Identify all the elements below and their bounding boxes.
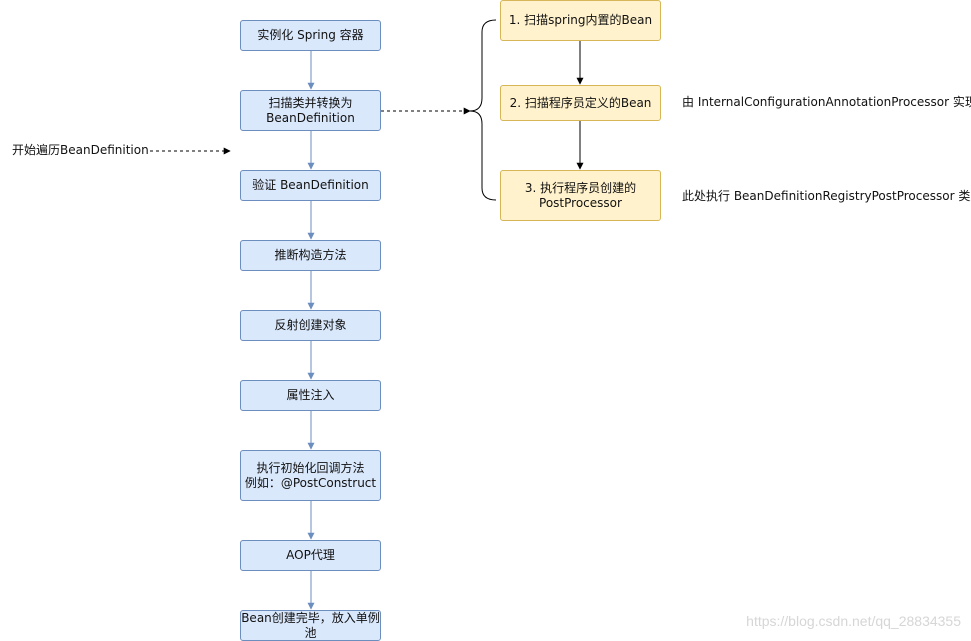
flow-step-property-injection: 属性注入 <box>240 380 381 411</box>
note-start-loop: 开始遍历BeanDefinition <box>12 143 149 157</box>
flow-step-aop-proxy: AOP代理 <box>240 540 381 571</box>
flow-step-init-callback: 执行初始化回调方法 例如：@PostConstruct <box>240 450 381 501</box>
flow-step-reflect-create: 反射创建对象 <box>240 310 381 341</box>
note-step2-impl: 由 InternalConfigurationAnnotationProcess… <box>682 95 971 109</box>
flow-step-infer-constructor: 推断构造方法 <box>240 240 381 271</box>
flow-step-scan-convert: 扫描类并转换为 BeanDefinition <box>240 90 381 131</box>
flow-step-instantiate-container: 实例化 Spring 容器 <box>240 20 381 51</box>
flow-step-singleton-pool: Bean创建完毕，放入单例 池 <box>240 610 381 641</box>
scan-step-postprocessor: 3. 执行程序员创建的 PostProcessor <box>500 170 661 221</box>
curly-brace <box>469 19 497 201</box>
flow-step-validate: 验证 BeanDefinition <box>240 170 381 201</box>
scan-step-builtin-beans: 1. 扫描spring内置的Bean <box>500 0 661 41</box>
scan-step-user-beans: 2. 扫描程序员定义的Bean <box>500 85 661 121</box>
note-step3-type: 此处执行 BeanDefinitionRegistryPostProcessor… <box>682 189 971 203</box>
watermark: https://blog.csdn.net/qq_28834355 <box>746 613 961 629</box>
